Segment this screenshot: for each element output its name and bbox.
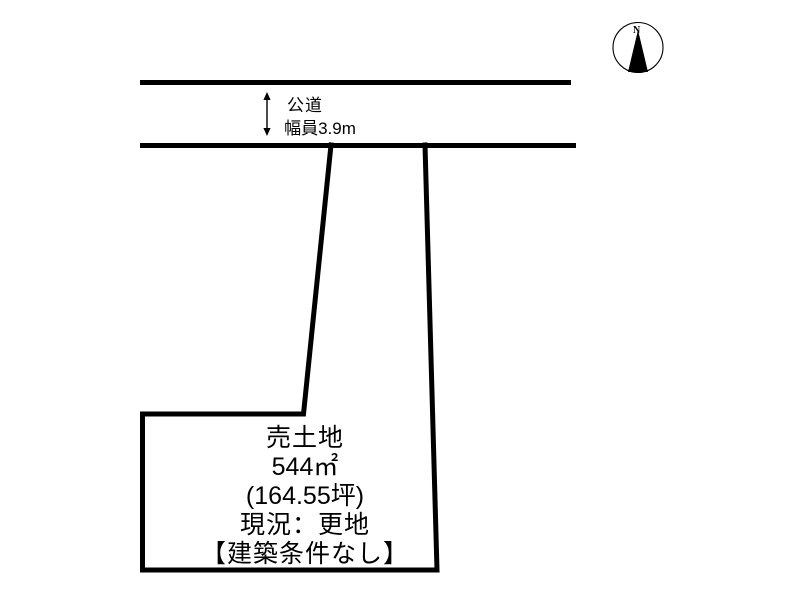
road-boundary-lines xyxy=(140,80,576,148)
compass-rose xyxy=(612,21,664,74)
compass-circle xyxy=(612,21,664,74)
parcel-outline xyxy=(140,142,440,573)
compass-north-needle xyxy=(628,30,648,72)
road-width-dimension-arrow xyxy=(263,92,271,136)
